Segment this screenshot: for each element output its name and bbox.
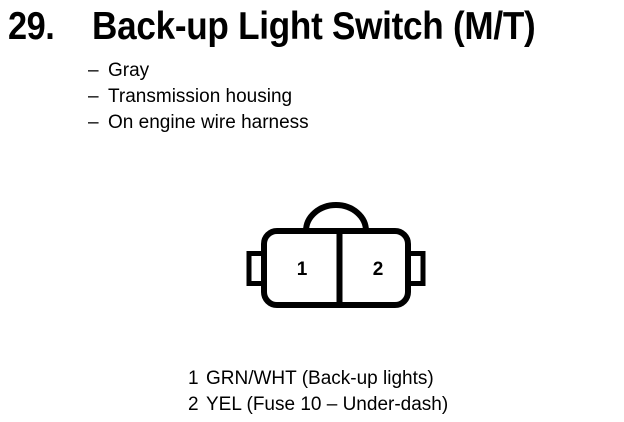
legend-pin-description: YEL (Fuse 10 – Under-dash) bbox=[206, 394, 449, 415]
spec-label: Gray bbox=[108, 60, 150, 81]
connector-body-icon bbox=[261, 228, 411, 308]
dash-bullet-icon: – bbox=[88, 86, 99, 107]
lock-arch-icon bbox=[303, 202, 369, 232]
legend-pin-description: GRN/WHT (Back-up lights) bbox=[206, 368, 434, 389]
page-title: 29. Back-up Light Switch (M/T) bbox=[8, 6, 616, 48]
cavity-number-1: 1 bbox=[297, 259, 308, 280]
connector-diagram: 1 2 bbox=[240, 198, 432, 316]
dash-bullet-icon: – bbox=[88, 60, 99, 81]
legend-pin-number: 1 bbox=[188, 368, 199, 389]
list-item: –On engine wire harness bbox=[88, 110, 488, 136]
item-number: 29. bbox=[8, 5, 55, 48]
spec-label: On engine wire harness bbox=[108, 112, 309, 133]
page-title-label: Back-up Light Switch (M/T) bbox=[92, 5, 536, 48]
spec-label: Transmission housing bbox=[108, 86, 293, 107]
legend-row: 1 GRN/WHT (Back-up lights) bbox=[188, 366, 588, 392]
pin-legend: 1 GRN/WHT (Back-up lights) 2 YEL (Fuse 10 … bbox=[188, 366, 588, 418]
legend-pin-number: 2 bbox=[188, 394, 199, 415]
spec-list: –Gray –Transmission housing –On engine w… bbox=[88, 58, 488, 136]
list-item: –Gray bbox=[88, 58, 488, 84]
cavity-number-2: 2 bbox=[373, 259, 384, 280]
legend-row: 2 YEL (Fuse 10 – Under-dash) bbox=[188, 392, 588, 418]
dash-bullet-icon: – bbox=[88, 112, 99, 133]
list-item: –Transmission housing bbox=[88, 84, 488, 110]
